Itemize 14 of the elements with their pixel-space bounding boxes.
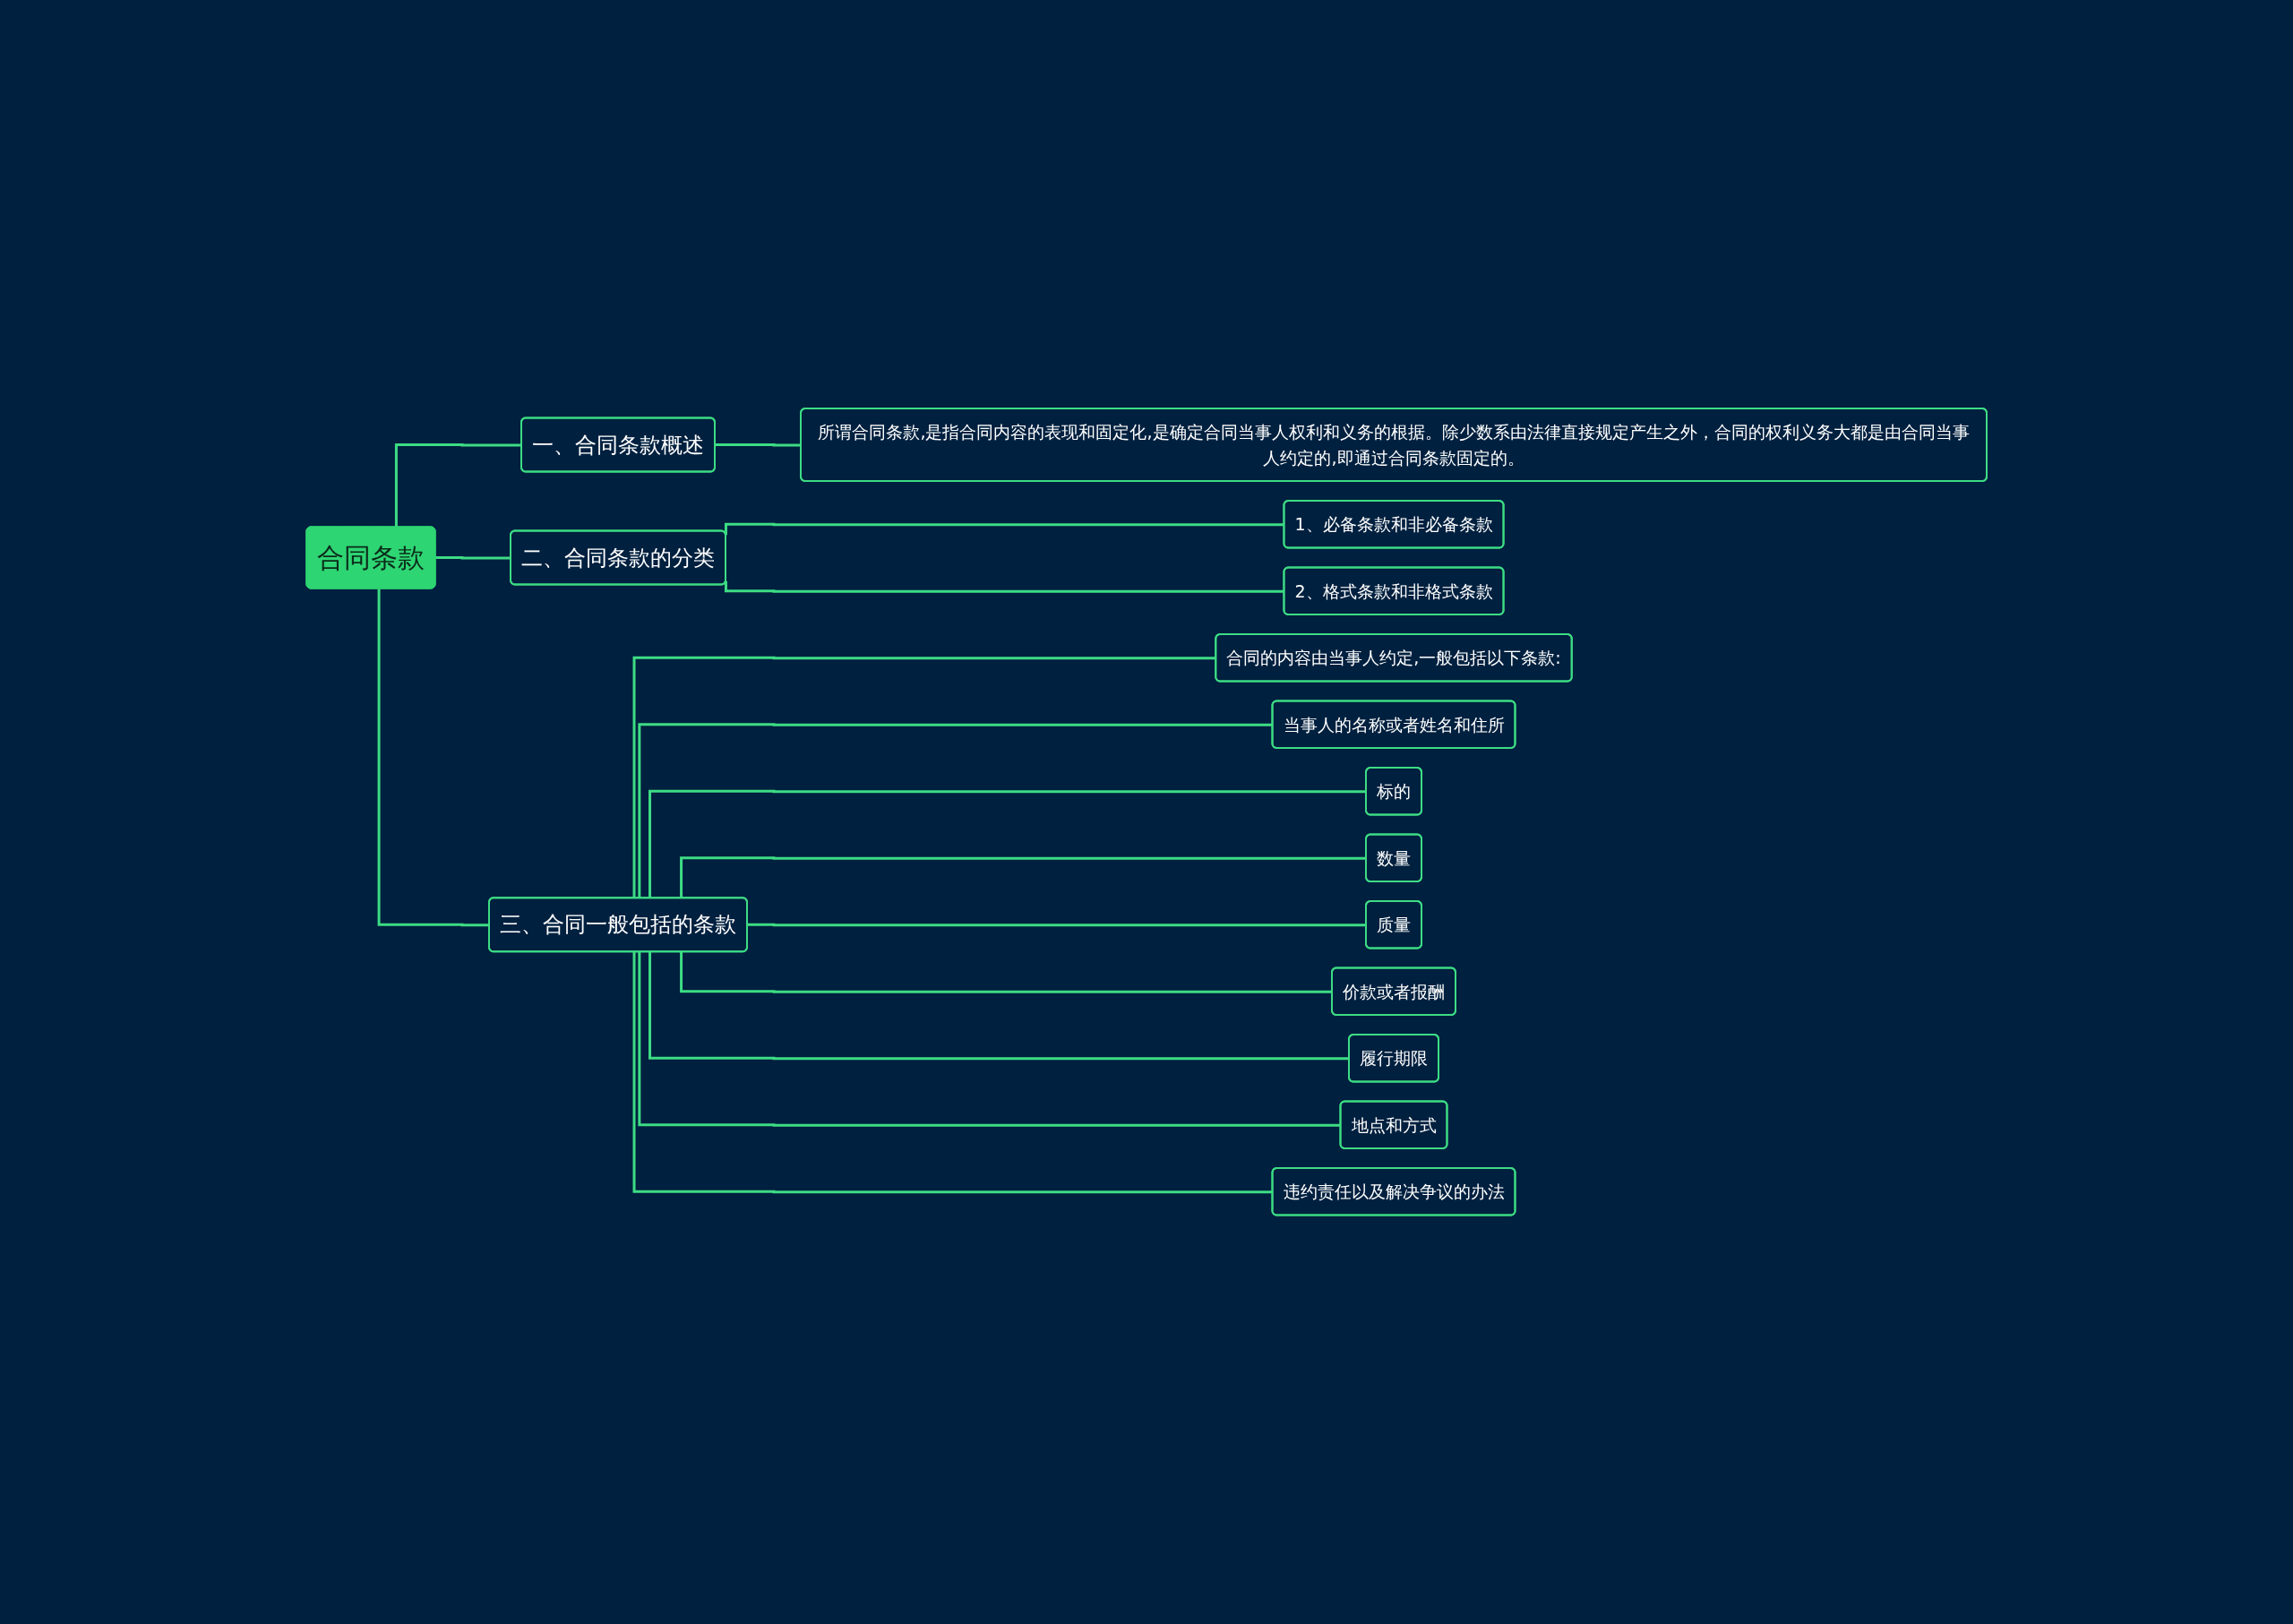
node-text: 所谓合同条款,是指合同内容的表现和固定化,是确定合同当事人权利和义务的根据。除少数系由法律直接规定产生之外，合同的权利义务大都是由合同当事人约定的,即通过合同条款固定的。 [818, 422, 1970, 468]
connector [680, 952, 1333, 993]
connector [632, 657, 1216, 898]
connector [638, 723, 1273, 898]
connector [434, 556, 511, 560]
connector [648, 952, 1350, 1061]
connector [680, 856, 1367, 898]
connector [632, 952, 1273, 1194]
connector [394, 443, 522, 528]
connector [377, 589, 490, 927]
connector [638, 952, 1341, 1127]
connector [724, 580, 1284, 593]
connector [724, 523, 1284, 536]
connector [648, 790, 1367, 898]
